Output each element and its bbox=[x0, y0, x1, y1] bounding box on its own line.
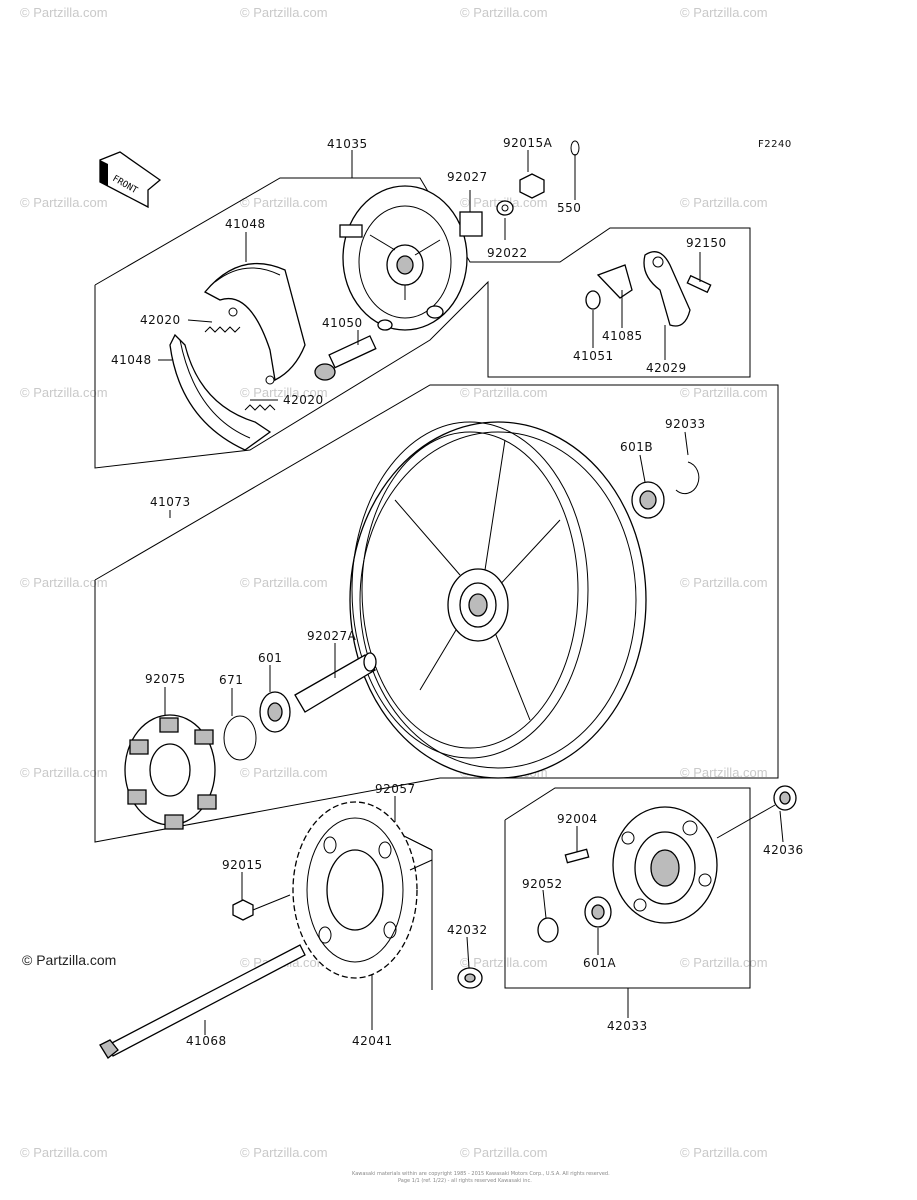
watermark-tile: © Partzilla.com bbox=[240, 575, 328, 590]
watermark-tile: © Partzilla.com bbox=[680, 575, 768, 590]
collar-42036 bbox=[773, 785, 797, 811]
part-label-41048-upper[interactable]: 41048 bbox=[225, 217, 266, 231]
part-label-92027a[interactable]: 92027A bbox=[307, 629, 357, 643]
watermark-tile: © Partzilla.com bbox=[460, 385, 548, 400]
watermark-tile: © Partzilla.com bbox=[460, 955, 548, 970]
diagram-code: F2240 bbox=[758, 139, 792, 150]
part-label-92015[interactable]: 92015 bbox=[222, 858, 263, 872]
washer-92022 bbox=[496, 200, 514, 216]
circlip-92033 bbox=[675, 461, 700, 495]
watermark-tile: © Partzilla.com bbox=[240, 765, 328, 780]
part-label-92052[interactable]: 92052 bbox=[522, 877, 563, 891]
watermark-tile: © Partzilla.com bbox=[240, 5, 328, 20]
sprocket-coupling bbox=[612, 806, 718, 924]
part-label-42036[interactable]: 42036 bbox=[763, 843, 804, 857]
watermark-tile: © Partzilla.com bbox=[20, 195, 108, 210]
part-label-601[interactable]: 601 bbox=[258, 651, 283, 665]
bearing-601b bbox=[631, 481, 665, 519]
torque-link-42029 bbox=[643, 251, 691, 327]
watermark-tile: © Partzilla.com bbox=[20, 575, 108, 590]
part-label-92033[interactable]: 92033 bbox=[665, 417, 706, 431]
brake-shoe-upper bbox=[203, 262, 306, 381]
part-label-92150[interactable]: 92150 bbox=[686, 236, 727, 250]
spring-lower bbox=[244, 375, 276, 411]
brake-panel bbox=[339, 185, 468, 331]
part-label-41073[interactable]: 41073 bbox=[150, 495, 191, 509]
watermark-tile: © Partzilla.com bbox=[20, 1145, 108, 1160]
partzilla-watermark: © Partzilla.com bbox=[22, 952, 117, 968]
watermark-tile: © Partzilla.com bbox=[680, 195, 768, 210]
front-arrow-icon: FRONT bbox=[99, 151, 162, 209]
brake-cam bbox=[314, 335, 377, 381]
part-label-92004[interactable]: 92004 bbox=[557, 812, 598, 826]
watermark-tile: © Partzilla.com bbox=[680, 765, 768, 780]
sprocket-group-outline bbox=[504, 787, 751, 989]
part-label-42033[interactable]: 42033 bbox=[607, 1019, 648, 1033]
bolt-92150 bbox=[686, 274, 712, 294]
part-label-41085[interactable]: 41085 bbox=[602, 329, 643, 343]
nut-92015 bbox=[232, 899, 254, 921]
part-label-42020-upper[interactable]: 42020 bbox=[140, 313, 181, 327]
part-label-92022[interactable]: 92022 bbox=[487, 246, 528, 260]
rear-wheel bbox=[349, 421, 647, 779]
bearing-601a bbox=[584, 896, 612, 928]
watermark-tile: © Partzilla.com bbox=[20, 765, 108, 780]
o-ring-671 bbox=[223, 715, 257, 761]
watermark-tile: © Partzilla.com bbox=[20, 5, 108, 20]
part-label-550[interactable]: 550 bbox=[557, 201, 582, 215]
nut-92015a bbox=[519, 173, 545, 199]
leader-lines bbox=[158, 150, 784, 1035]
part-label-42029[interactable]: 42029 bbox=[646, 361, 687, 375]
lever-41085 bbox=[596, 264, 633, 299]
part-label-42041[interactable]: 42041 bbox=[352, 1034, 393, 1048]
collar-42032 bbox=[457, 967, 483, 989]
watermark-tile: © Partzilla.com bbox=[680, 955, 768, 970]
part-label-92075[interactable]: 92075 bbox=[145, 672, 186, 686]
watermark-tile: © Partzilla.com bbox=[680, 385, 768, 400]
part-label-41051[interactable]: 41051 bbox=[573, 349, 614, 363]
damper-92075 bbox=[124, 714, 217, 830]
spring-upper bbox=[204, 307, 241, 333]
part-label-42020-lower[interactable]: 42020 bbox=[283, 393, 324, 407]
part-label-671[interactable]: 671 bbox=[219, 673, 244, 687]
part-label-41050[interactable]: 41050 bbox=[322, 316, 363, 330]
watermark-tile: © Partzilla.com bbox=[680, 5, 768, 20]
copyright-line-2: Page 1/1 (ref. 1/22) - all rights reserv… bbox=[398, 1178, 532, 1184]
washer-41051 bbox=[585, 290, 601, 310]
collar-92027 bbox=[459, 211, 483, 237]
bearing-601 bbox=[259, 691, 291, 733]
part-label-601a[interactable]: 601A bbox=[583, 956, 617, 970]
watermark-tile: © Partzilla.com bbox=[20, 385, 108, 400]
part-label-92027[interactable]: 92027 bbox=[447, 170, 488, 184]
copyright-line-1: Kawasaki materials within are copyright … bbox=[352, 1171, 610, 1177]
watermark-tile: © Partzilla.com bbox=[460, 5, 548, 20]
brake-shoe-lower bbox=[169, 333, 272, 451]
watermark-tile: © Partzilla.com bbox=[240, 385, 328, 400]
collar-92027a bbox=[294, 652, 377, 713]
part-label-41068[interactable]: 41068 bbox=[186, 1034, 227, 1048]
watermark-tile: © Partzilla.com bbox=[680, 1145, 768, 1160]
wheel-group-outline bbox=[94, 384, 779, 843]
part-label-41048-lower[interactable]: 41048 bbox=[111, 353, 152, 367]
stud-92004 bbox=[564, 848, 590, 864]
cotter-pin-550 bbox=[570, 140, 580, 190]
part-label-41035[interactable]: 41035 bbox=[327, 137, 368, 151]
watermark-tile: © Partzilla.com bbox=[240, 1145, 328, 1160]
collar-92052 bbox=[537, 917, 559, 943]
part-label-92057[interactable]: 92057 bbox=[375, 782, 416, 796]
axle-41068 bbox=[99, 944, 306, 1059]
part-label-92015a[interactable]: 92015A bbox=[503, 136, 553, 150]
part-label-601b[interactable]: 601B bbox=[620, 440, 654, 454]
sprocket-42041 bbox=[292, 801, 418, 979]
part-label-42032[interactable]: 42032 bbox=[447, 923, 488, 937]
watermark-tile: © Partzilla.com bbox=[240, 195, 328, 210]
watermark-tile: © Partzilla.com bbox=[460, 1145, 548, 1160]
